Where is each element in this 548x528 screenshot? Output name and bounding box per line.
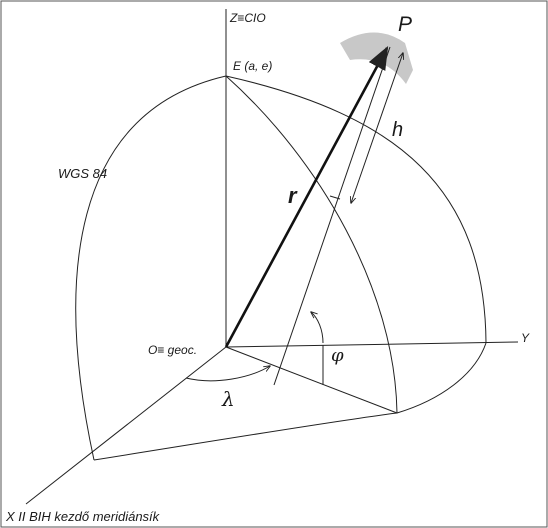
y-axis-label: Y xyxy=(521,331,530,345)
ellipsoid-yz-meridian xyxy=(225,75,487,344)
x-axis-label: X II BIH kezdő meridiánsík xyxy=(5,509,161,524)
x-axis xyxy=(25,346,227,505)
longitude-arc xyxy=(185,366,270,382)
ellipsoid-label: WGS 84 xyxy=(58,166,107,181)
surface-band xyxy=(340,32,413,84)
meridian-trace xyxy=(225,346,398,414)
y-axis xyxy=(225,341,519,348)
z-axis-label: Z≡CIO xyxy=(229,11,266,25)
point-e-label: E (a, e) xyxy=(233,59,272,73)
radius-label: r xyxy=(288,183,298,208)
point-meridian xyxy=(225,75,398,414)
radius-vector xyxy=(224,45,389,348)
longitude-label: λ xyxy=(221,387,235,411)
height-label: h xyxy=(392,119,403,141)
latitude-arc xyxy=(311,312,324,344)
point-p-label: P xyxy=(398,13,412,36)
surface-tick xyxy=(329,195,341,200)
latitude-label: φ xyxy=(331,345,344,366)
origin-label: O≡ geoc. xyxy=(148,343,197,357)
ellipsoid-normal xyxy=(273,46,391,386)
height-arrow xyxy=(351,53,403,203)
ellipsoid-equator xyxy=(93,342,487,461)
ellipsoid-xz-meridian xyxy=(75,75,227,461)
